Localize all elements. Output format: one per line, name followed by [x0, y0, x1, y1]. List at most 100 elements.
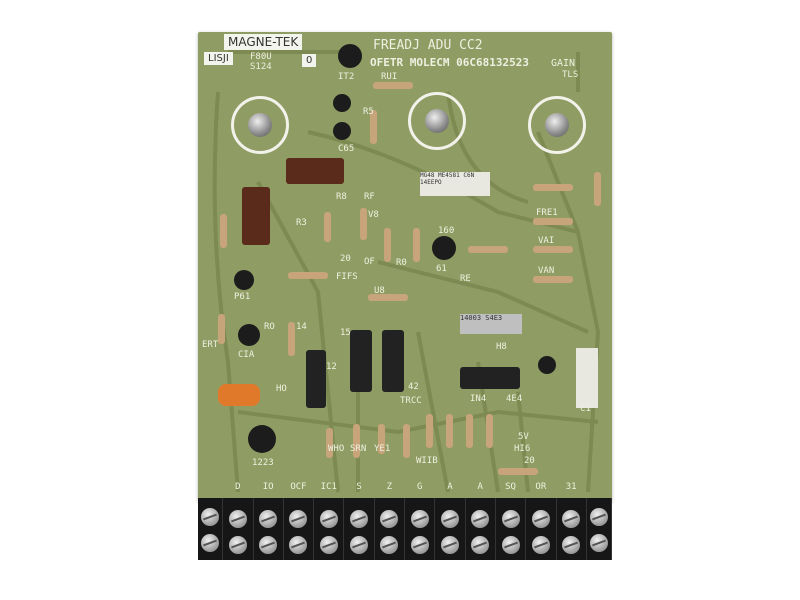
screw-icon[interactable] — [562, 536, 581, 554]
resistor — [466, 414, 473, 448]
component-label: FIFS — [336, 272, 358, 282]
screw-icon[interactable] — [319, 510, 338, 528]
component-label: CIA — [238, 350, 255, 360]
resistor-power — [242, 187, 270, 245]
capacitor — [338, 44, 362, 68]
screw-icon[interactable] — [350, 510, 369, 528]
terminal-10[interactable]: SQ — [496, 482, 527, 560]
resistor — [378, 424, 385, 454]
screw-icon[interactable] — [471, 536, 490, 554]
screw-icon[interactable] — [562, 510, 581, 528]
terminal-5[interactable]: S — [344, 482, 375, 560]
component-label: R5 — [363, 107, 374, 117]
terminal-label: S — [356, 482, 362, 492]
part-number: S124 — [250, 62, 272, 72]
terminal-label: IC1 — [320, 482, 337, 492]
screw-icon[interactable] — [410, 536, 429, 554]
component-label: HI6 — [514, 444, 531, 454]
component-label: 12 — [326, 362, 337, 372]
terminal-label: D — [235, 482, 241, 492]
terminal-label: IO — [262, 482, 274, 492]
terminal-8[interactable]: A — [435, 482, 466, 560]
component-label: R3 — [296, 218, 307, 228]
component-label: HO — [276, 384, 287, 394]
screw-icon[interactable] — [259, 536, 278, 554]
component-label: YE1 — [374, 444, 391, 454]
resistor-white-vertical — [576, 348, 598, 408]
diode — [460, 367, 520, 389]
screw-icon[interactable] — [289, 510, 308, 528]
resistor — [353, 424, 360, 458]
potentiometer-left[interactable] — [231, 96, 289, 154]
terminal-label: SQ — [505, 482, 516, 492]
circuit-board: MAGNE-TEK FREADJ ADU CC2 OFETR MOLECM 06… — [198, 32, 612, 502]
resistor — [403, 424, 410, 458]
resistor — [368, 294, 408, 301]
capacitor-orange — [218, 384, 260, 406]
terminal-11[interactable]: OR — [526, 482, 557, 560]
resistor — [373, 82, 413, 89]
screw-icon[interactable] — [471, 510, 490, 528]
terminal-7[interactable]: G — [405, 482, 436, 560]
component-label: C1 — [580, 404, 591, 414]
resistor — [413, 228, 420, 262]
terminal-label: Z — [386, 482, 393, 492]
resistor — [486, 414, 493, 448]
component-label: RUI — [381, 72, 398, 82]
component-label: VAI — [538, 236, 555, 246]
component-label: WIIB — [416, 456, 438, 466]
screw-icon[interactable] — [380, 510, 399, 528]
sticker-zero: 0 — [302, 54, 317, 67]
component-label: 20 — [524, 456, 535, 466]
resistor — [594, 172, 601, 206]
gain-label: GAIN — [551, 58, 576, 69]
screw-icon[interactable] — [289, 536, 308, 554]
component-label: 1223 — [252, 458, 274, 468]
diode — [306, 350, 326, 408]
terminal-2[interactable]: IO — [254, 482, 284, 560]
component-label: 20 — [340, 254, 351, 264]
screw-icon[interactable] — [259, 510, 278, 528]
component-label: IT2 — [338, 72, 355, 82]
sticker-left: LISJI — [204, 52, 233, 65]
screw-icon[interactable] — [531, 510, 550, 528]
screw-icon[interactable] — [228, 536, 247, 554]
screw-icon[interactable] — [410, 510, 429, 528]
screw-icon[interactable] — [440, 510, 459, 528]
resistor — [468, 246, 508, 253]
terminal-label: G — [416, 482, 423, 492]
terminal-12[interactable]: 31 — [557, 482, 587, 560]
component-label: RO — [264, 322, 275, 332]
screw-icon[interactable] — [350, 536, 369, 554]
potentiometer-gain[interactable] — [528, 96, 586, 154]
terminal-9[interactable]: A — [466, 482, 496, 560]
transistor — [234, 270, 254, 290]
screw-icon[interactable] — [319, 536, 338, 554]
resistor — [498, 468, 538, 475]
screw-icon[interactable] — [501, 536, 520, 554]
screw-icon[interactable] — [440, 536, 459, 554]
resistor-power — [286, 158, 344, 184]
screw-icon[interactable] — [228, 510, 247, 528]
resistor — [426, 414, 433, 448]
component-label: H8 — [496, 342, 507, 352]
screw-icon[interactable] — [501, 510, 520, 528]
tls-label: TLS — [562, 70, 579, 80]
terminal-1[interactable]: D — [223, 482, 254, 560]
screw-icon[interactable] — [380, 536, 399, 554]
terminal-6[interactable]: Z — [375, 482, 406, 560]
transistor — [333, 122, 351, 140]
resistor — [370, 110, 377, 144]
screw-icon[interactable] — [531, 536, 550, 554]
terminal-3[interactable]: OCF — [284, 482, 315, 560]
resistor-white: MG48 ME4581 C6N 14EEPO — [420, 172, 490, 196]
terminal-4[interactable]: IC1 — [314, 482, 345, 560]
potentiometer-center[interactable] — [408, 92, 466, 150]
terminal-end — [587, 498, 612, 560]
transistor — [538, 356, 556, 374]
component-label: FRE1 — [536, 208, 558, 218]
component-label: RE — [460, 274, 471, 284]
terminal-end — [198, 498, 224, 560]
component-label: ERT — [202, 340, 219, 350]
